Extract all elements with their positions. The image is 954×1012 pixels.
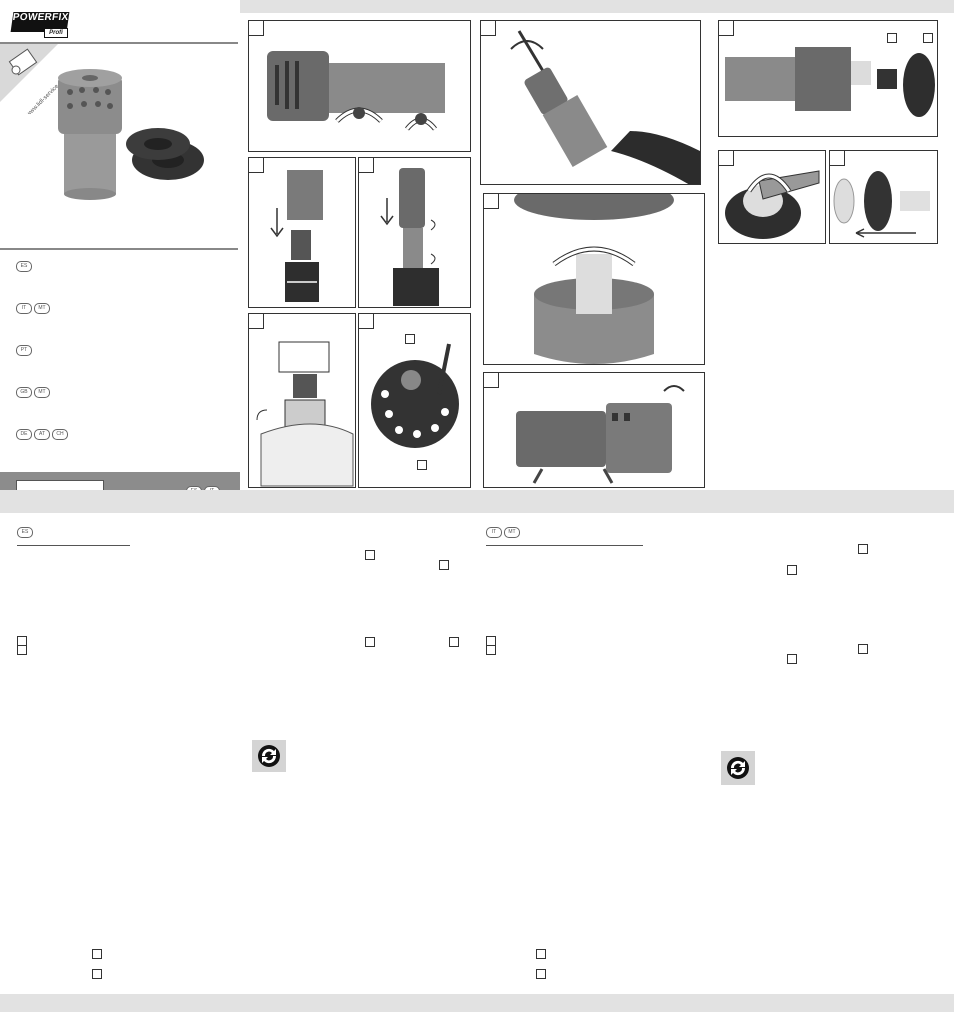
recycling-icon — [252, 740, 286, 772]
flag-badge: IT — [16, 303, 32, 315]
figure-panel — [358, 313, 471, 488]
top-band — [240, 0, 954, 13]
part-callout — [439, 560, 449, 570]
flag-badge: ES — [17, 527, 33, 539]
flag-badge: MT — [504, 527, 520, 539]
cover-rule-mid — [0, 248, 238, 250]
figure-number-tag — [719, 151, 734, 166]
figure-number-tag — [249, 21, 264, 36]
flag-badge: DE — [16, 429, 32, 441]
figure-panel — [718, 150, 826, 244]
figure-illustration — [725, 170, 820, 239]
figure-illustration — [510, 30, 700, 184]
bottom-band — [0, 994, 954, 1012]
figure-illustration — [516, 385, 685, 484]
cover-rule-top — [0, 42, 238, 44]
part-callout — [787, 654, 797, 664]
part-callout — [405, 334, 415, 344]
flag-badge: AT — [34, 429, 50, 441]
figure-panel — [829, 150, 938, 244]
figure-illustration — [267, 51, 445, 131]
figure-number-tag — [359, 314, 374, 329]
cover-lang-row: ES — [16, 258, 34, 276]
flag-badge: ES — [16, 261, 32, 273]
part-callout — [486, 645, 496, 655]
figure-illustration — [270, 170, 323, 302]
flag-badge: PT — [16, 345, 32, 357]
figure-number-tag — [719, 21, 734, 36]
recycling-icon — [721, 751, 755, 785]
figure-panel — [718, 20, 938, 137]
figure-number-tag — [481, 21, 496, 36]
figure-number-tag — [484, 194, 499, 209]
flag-badge: MT — [34, 303, 50, 315]
figure-illustration — [380, 168, 439, 306]
part-callout — [887, 33, 897, 43]
figure-number-tag — [249, 158, 264, 173]
part-callout — [365, 637, 375, 647]
figure-panel — [248, 157, 356, 308]
middle-band — [240, 490, 954, 513]
figure-panel — [248, 20, 471, 152]
part-callout — [536, 949, 546, 959]
figure-number-tag — [359, 158, 374, 173]
section-es-rule — [17, 545, 130, 546]
figure-illustration — [256, 341, 354, 487]
figure-number-tag — [249, 314, 264, 329]
part-callout — [417, 460, 427, 470]
figure-panel — [358, 157, 471, 308]
product-photo — [58, 69, 204, 200]
cover-lang-row: PT — [16, 342, 34, 360]
part-callout — [858, 644, 868, 654]
brand-sub: Profi — [44, 28, 68, 38]
part-callout — [536, 969, 546, 979]
part-callout — [365, 550, 375, 560]
flag-badge: MT — [34, 387, 50, 399]
brand-name: POWERFIX — [11, 12, 70, 23]
figure-number-tag — [830, 151, 845, 166]
cover-panel: POWERFIX Profi www.lidl-service.com ES I… — [0, 0, 240, 505]
part-callout — [17, 645, 27, 655]
part-callout — [92, 969, 102, 979]
figure-panel — [248, 313, 356, 488]
figure-illustration — [371, 343, 459, 448]
middle-band-left — [0, 490, 240, 513]
flag-badge: CH — [52, 429, 68, 441]
part-callout — [92, 949, 102, 959]
figure-illustration — [725, 47, 935, 117]
figure-illustration — [833, 171, 930, 238]
figure-number-tag — [484, 373, 499, 388]
flag-badge: IT — [486, 527, 502, 539]
flag-badge: GB — [16, 387, 32, 399]
part-callout — [449, 637, 459, 647]
figure-illustration — [514, 194, 674, 364]
figure-panel — [483, 372, 705, 488]
figure-panel — [483, 193, 705, 365]
part-callout — [923, 33, 933, 43]
section-es-header: ES — [17, 524, 35, 542]
part-callout — [787, 565, 797, 575]
part-callout — [858, 544, 868, 554]
figure-panel — [480, 20, 701, 185]
section-it-rule — [486, 545, 643, 546]
